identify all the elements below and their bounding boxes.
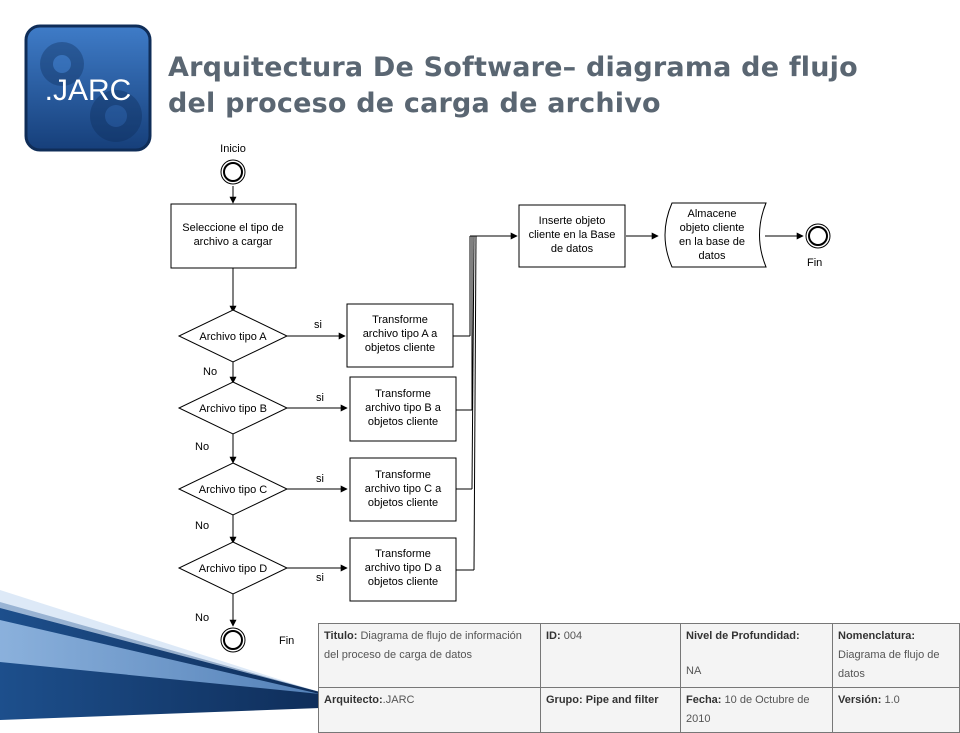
info-grupo-cell: Grupo: Pipe and filter [540, 687, 681, 733]
no-label-b: No [195, 441, 209, 453]
decision-label-d: Archivo tipo D [199, 563, 268, 575]
insert-line-1: Inserte objeto [539, 215, 606, 227]
transform-step-a [346, 303, 454, 368]
select-step-line-2: archivo a cargar [194, 236, 273, 248]
info-id-cell: ID: 004 [540, 623, 681, 688]
no-label-c: No [195, 520, 209, 532]
yes-label-c: si [316, 473, 324, 485]
id-value: 004 [563, 630, 583, 642]
info-nivel-cell: Nivel de Profundidad: NA [680, 623, 833, 688]
titulo-label: Titulo: [324, 630, 358, 642]
arquitecto-label: Arquitecto: [324, 694, 383, 706]
no-label-d: No [195, 612, 209, 624]
decision-file-type-d [177, 541, 289, 595]
logo-text: .JARC [45, 74, 132, 107]
no-label-a: No [203, 366, 217, 378]
decision-file-type-c [177, 462, 289, 516]
end-label-bottom: Fin [279, 635, 294, 647]
end-label-right: Fin [807, 257, 822, 269]
yes-label-d: si [316, 572, 324, 584]
insert-line-3: de datos [551, 243, 594, 255]
gear-icon [40, 42, 142, 142]
transform-c-line-3: objetos cliente [368, 497, 438, 509]
transform-step-d [349, 537, 457, 602]
diagram-info-table: Titulo: Diagrama de flujo de información… [318, 623, 960, 733]
decision-label-b: Archivo tipo B [199, 403, 267, 415]
transform-b-line-2: archivo tipo B a [365, 402, 442, 414]
info-nomenclatura-cell: Nomenclatura: Diagrama de flujo de datos [832, 623, 960, 688]
nivel-value: NA [686, 665, 702, 677]
start-node [220, 159, 246, 185]
info-version-cell: Versión: 1.0 [832, 687, 960, 733]
transform-d-line-2: archivo tipo D a [365, 562, 442, 574]
store-line-3: en la base de [679, 236, 745, 248]
decision-label-c: Archivo tipo C [199, 484, 268, 496]
version-label: Versión: [838, 694, 882, 706]
transform-d-line-1: Transforme [375, 548, 431, 560]
info-row-1: Titulo: Diagrama de flujo de información… [318, 623, 960, 688]
transform-d-line-3: objetos cliente [368, 576, 438, 588]
start-label: Inicio [220, 143, 246, 155]
id-label: ID: [546, 630, 561, 642]
nomenclatura-value: Diagrama de flujo de datos [838, 649, 940, 680]
decision-file-type-b [177, 381, 289, 435]
insert-client-object-step [518, 204, 626, 268]
insert-line-2: cliente en la Base [529, 229, 616, 241]
arquitecto-value: .JARC [382, 694, 415, 706]
select-step-line-1: Seleccione el tipo de [182, 222, 284, 234]
jarc-logo: .JARC [24, 24, 152, 152]
info-fecha-cell: Fecha: 10 de Octubre de 2010 [680, 687, 833, 733]
store-line-1: Almacene [688, 208, 737, 220]
transform-c-line-2: archivo tipo C a [365, 483, 442, 495]
grupo-label: Grupo: [546, 694, 583, 706]
transform-a-line-1: Transforme [372, 314, 428, 326]
title-line-2: del proceso de carga de archivo [168, 88, 661, 119]
fecha-label: Fecha: [686, 694, 722, 706]
info-arquitecto-cell: Arquitecto:.JARC [318, 687, 541, 733]
title-line-1: Arquitectura De Software– diagrama de fl… [168, 52, 858, 83]
transform-b-line-3: objetos cliente [368, 416, 438, 428]
info-row-2: Arquitecto:.JARC Grupo: Pipe and filter … [318, 687, 960, 733]
decorative-stripe [0, 590, 320, 720]
transform-c-line-1: Transforme [375, 469, 431, 481]
select-file-type-step [170, 203, 297, 269]
page-title: Arquitectura De Software– diagrama de fl… [168, 50, 858, 122]
transform-a-line-3: objetos cliente [365, 342, 435, 354]
decision-label-a: Archivo tipo A [199, 331, 267, 343]
grupo-value: Pipe and filter [585, 694, 659, 706]
transform-a-line-2: archivo tipo A a [363, 328, 438, 340]
info-titulo-cell: Titulo: Diagrama de flujo de información… [318, 623, 541, 688]
version-value: 1.0 [884, 694, 900, 706]
yes-label-a: si [314, 319, 322, 331]
end-node-bottom [220, 627, 246, 653]
store-line-4: datos [699, 250, 726, 262]
end-node-right [805, 223, 831, 249]
nomenclatura-label: Nomenclatura: [838, 630, 916, 642]
transform-step-c [349, 457, 457, 522]
nivel-label: Nivel de Profundidad: [686, 630, 800, 642]
decision-file-type-a [177, 309, 289, 363]
store-client-object-step [664, 202, 767, 268]
yes-label-b: si [316, 392, 324, 404]
titulo-value: Diagrama de flujo de información del pro… [324, 630, 522, 661]
transform-step-b [349, 376, 457, 442]
store-line-2: objeto cliente [680, 222, 745, 234]
transform-b-line-1: Transforme [375, 388, 431, 400]
